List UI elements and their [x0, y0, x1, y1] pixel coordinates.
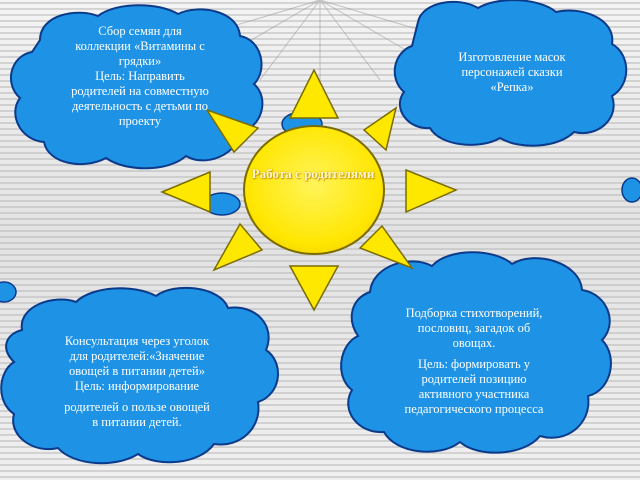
- cloud-top-right-text: Изготовление масок персонажей сказки «Ре…: [412, 50, 612, 95]
- cloud-line: персонажей сказки: [461, 65, 563, 79]
- cloud-line: овощей в питании детей»: [69, 364, 205, 378]
- ray-left: [160, 170, 211, 214]
- cloud-top-right: [393, 0, 628, 147]
- cloud-bottom-right-text: Подборка стихотворений, пословиц, загадо…: [366, 306, 582, 417]
- cloud-line: Цель: формировать у: [417, 357, 531, 371]
- cloud-line: Подборка стихотворений,: [405, 306, 543, 320]
- cloud-line: Сбор семян для: [98, 24, 182, 38]
- ray-bottom-right: [358, 224, 415, 270]
- cloud-top-left-text: Сбор семян для коллекции «Витамины с гря…: [34, 24, 246, 129]
- ray-top-left: [205, 108, 260, 154]
- cloud-line: овощах.: [452, 336, 496, 350]
- cloud-line: Консультация через уголок: [64, 334, 210, 348]
- cloud-line: коллекции «Витамины с: [75, 39, 205, 53]
- sun-body: [243, 125, 385, 255]
- blob-edge-right: [621, 177, 640, 203]
- cloud-line: активного участника: [418, 387, 530, 401]
- cloud-line: «Репка»: [490, 80, 534, 94]
- cloud-line: деятельность с детьми по: [71, 99, 209, 113]
- center-title: Работа с родителями: [251, 166, 375, 181]
- cloud-line: для родителей:«Значение: [69, 349, 205, 363]
- cloud-line: проекту: [118, 114, 162, 128]
- ray-bottom: [288, 265, 340, 312]
- cloud-line: Цель: Направить: [95, 69, 185, 83]
- cloud-bottom-left: [0, 286, 279, 465]
- cloud-line: родителей позицию: [421, 372, 527, 386]
- cloud-line: родителей на совместную: [71, 84, 209, 98]
- cloud-line: родителей о пользе овощей: [64, 400, 210, 414]
- ray-bottom-left: [212, 222, 264, 272]
- cloud-bottom-left-text: Консультация через уголок для родителей:…: [30, 334, 244, 430]
- cloud-line: педагогического процесса: [404, 402, 544, 416]
- cloud-line: грядки»: [118, 54, 162, 68]
- ray-top-right: [362, 106, 398, 152]
- cloud-bottom-right: [340, 251, 612, 454]
- cloud-line: в питании детей.: [92, 415, 182, 429]
- sun-rays: [160, 68, 458, 312]
- cloud-line: пословиц, загадок об: [417, 321, 531, 335]
- blob-edge-left: [0, 281, 17, 303]
- cloud-line: Изготовление масок: [458, 50, 566, 64]
- cloud-line: Цель: информирование: [74, 379, 200, 393]
- ray-right: [405, 168, 458, 214]
- ray-top: [288, 68, 340, 119]
